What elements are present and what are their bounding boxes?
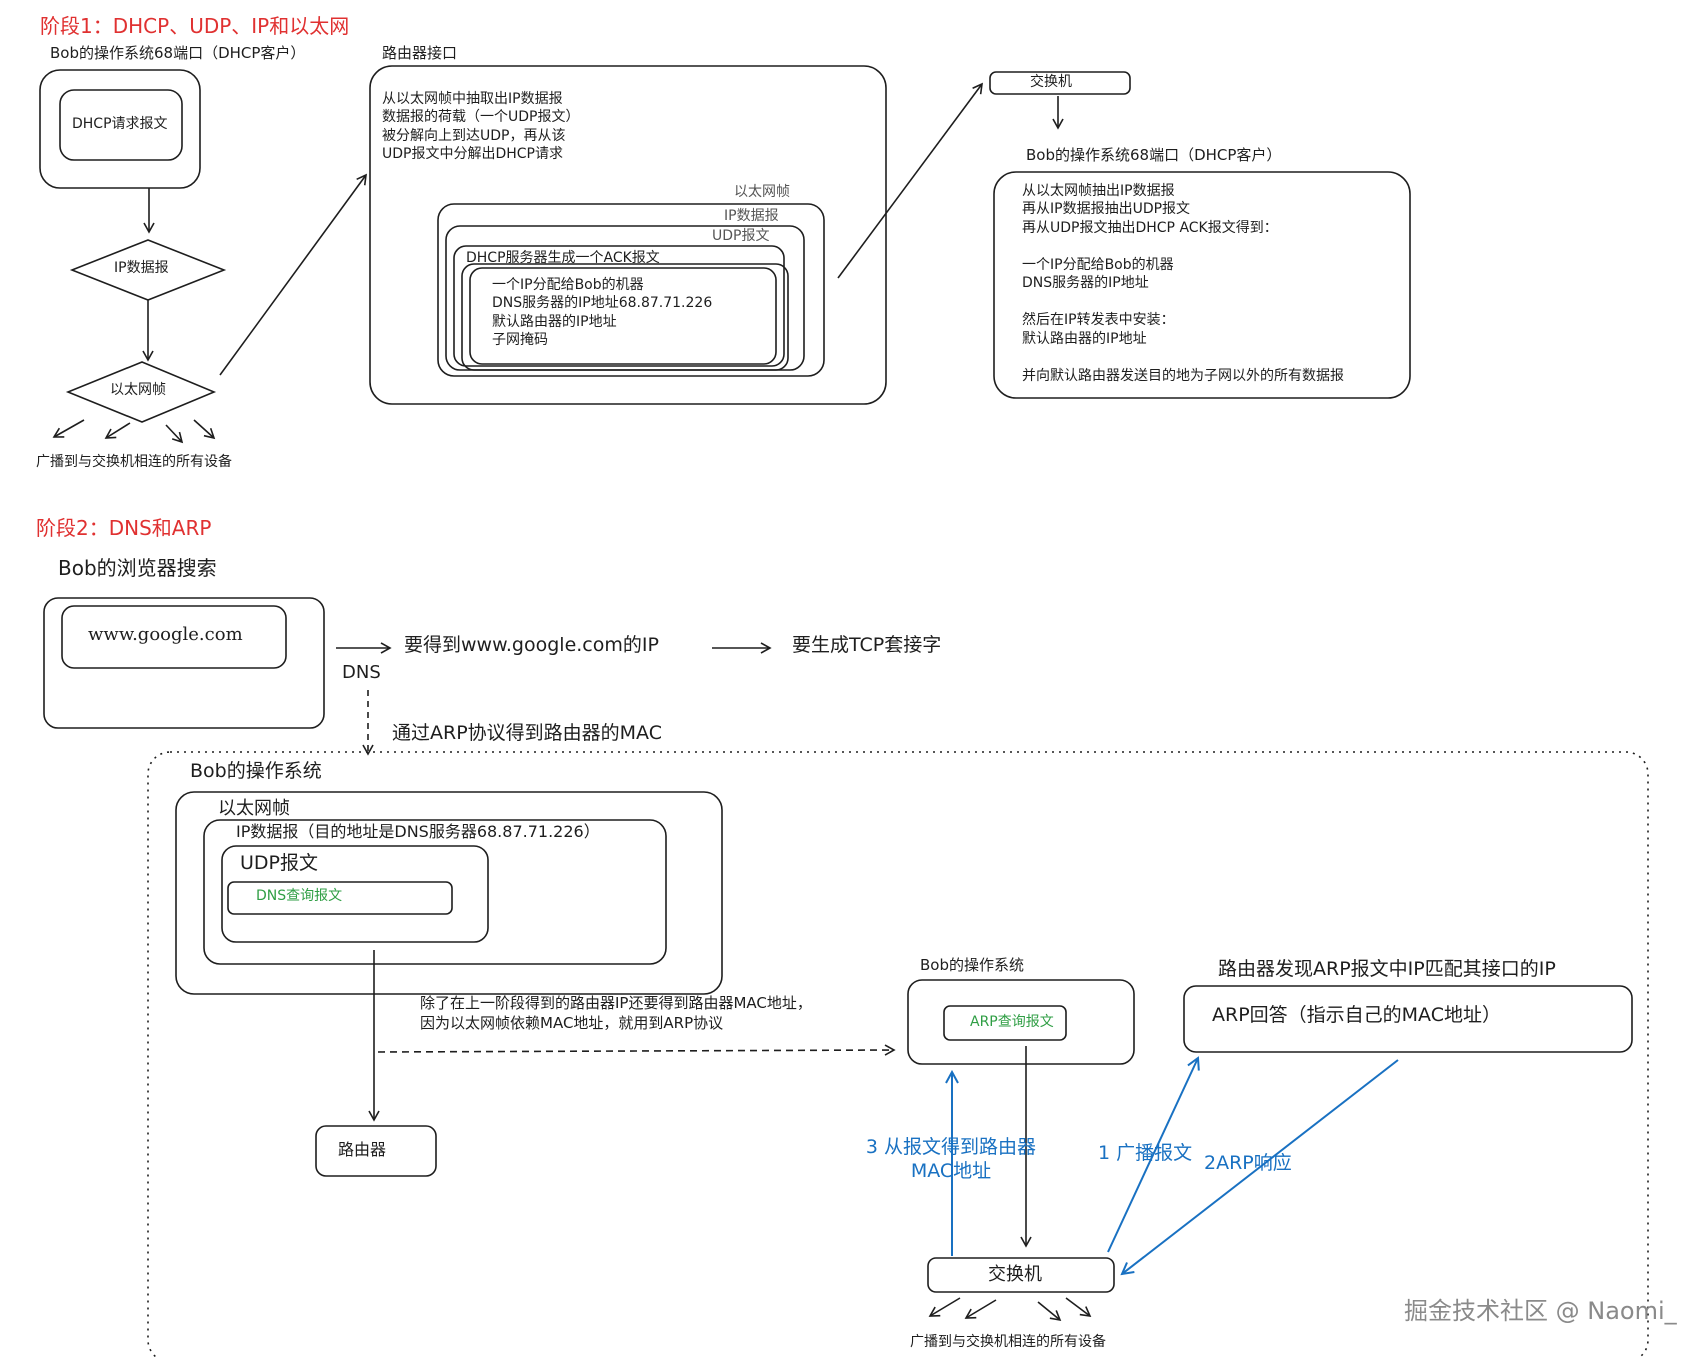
stage2-broadcast-note: 广播到与交换机相连的所有设备 [910,1334,1106,1350]
dhcp-request-label: DHCP请求报文 [72,116,168,132]
broadcast-arrow-3 [165,424,184,444]
switch-box-top [989,71,1131,95]
arp-note: 通过ARP协议得到路由器的MAC [392,722,662,744]
arp-explanation: 除了在上一阶段得到的路由器IP还要得到路由器MAC地址， 因为以太网帧依赖MAC… [420,994,812,1032]
stage1-heading: 阶段1：DHCP、UDP、IP和以太网 [40,14,350,38]
step1-label: 1 广播报文 [1098,1142,1193,1164]
arrow-to-router-interface [219,173,367,376]
ip-datagram-label: IP数据报 [114,260,169,276]
s2-udp-box [221,845,489,943]
s2-dns-query-box [227,881,453,915]
router-finds-text: 路由器发现ARP报文中IP匹配其接口的IP [1218,958,1556,980]
ethernet-frame-label: 以太网帧 [110,382,166,398]
browser-outer-box [43,597,325,729]
switch-bottom-label: 交换机 [988,1264,1042,1285]
bob-os-label: Bob的操作系统68端口（DHCP客户） [50,44,306,62]
s2-ip-box [203,819,667,965]
ip-datagram-diamond [69,239,227,301]
s2-dns-query-label: DNS查询报文 [256,888,343,904]
get-ip-text: 要得到www.google.com的IP [404,634,659,656]
bob-os-title: Bob的操作系统 [190,760,322,782]
dhcp-client-label: Bob的操作系统68端口（DHCP客户） [1026,146,1282,164]
stage2-heading: 阶段2：DNS和ARP [36,516,212,540]
s2-ethernet-label: 以太网帧 [218,798,290,819]
layer-ip-label: IP数据报 [724,208,779,224]
router-description: 从以太网帧中抽取出IP数据报 数据报的荷载（一个UDP报文） 被分解向上到达UD… [382,91,580,163]
layer-udp-label: UDP报文 [712,228,770,244]
broadcast-arrow-4 [193,419,216,440]
step2-label: 2ARP响应 [1204,1152,1292,1174]
browser-label: Bob的浏览器搜索 [58,556,217,580]
ack-content: 一个IP分配给Bob的机器 DNS服务器的IP地址68.87.71.226 默认… [492,277,713,349]
dhcp-client-description: 从以太网帧抽出IP数据报 再从IP数据报抽出UDP报文 再从UDP报文抽出DHC… [1022,183,1344,384]
stage1-broadcast-note: 广播到与交换机相连的所有设备 [36,454,232,470]
layer-dhcp-label: DHCP服务器生成一个ACK报文 [466,250,660,266]
layer-udp [453,245,785,367]
router-interface-label: 路由器接口 [382,44,458,62]
arp-reply-box [1183,985,1633,1053]
dhcp-request-box [59,89,183,161]
broadcast-arrow-1 [52,419,85,438]
layer-dhcp [461,263,789,371]
ethernet-frame-diamond [65,361,217,423]
router-label: 路由器 [338,1140,387,1159]
layer-ethernet-label: 以太网帧 [734,184,790,200]
switch-top-label: 交换机 [1030,74,1072,90]
s2-broadcast-arrow-3 [1037,1301,1062,1322]
dashed-arrow-to-bob-os [377,1044,896,1056]
step3-label: 3 从报文得到路由器 MAC地址 [865,1136,1037,1182]
bob-os-small-box [907,979,1135,1065]
make-socket-text: 要生成TCP套接字 [792,634,942,656]
arp-reply-text: ARP回答（指示自己的MAC地址） [1212,1004,1501,1026]
dhcp-client-box [993,171,1411,399]
bob-os-dotted-region [147,751,1649,1357]
bob-os-outer-box [39,69,201,189]
arp-query-box [943,1005,1067,1041]
router-interface-box [369,65,887,405]
blue-arrow-step1 [1107,1058,1198,1253]
s2-broadcast-arrow-4 [1065,1297,1092,1317]
s2-broadcast-arrow-1 [928,1297,961,1317]
url-box [61,605,287,669]
s2-ip-label: IP数据报（目的地址是DNS服务器68.87.71.226） [236,822,600,841]
broadcast-arrow-2 [104,422,131,439]
ack-content-box [469,267,777,365]
router-box [315,1125,437,1177]
watermark: 掘金技术社区 @ Naomi_ [1404,1297,1677,1325]
blue-arrow-step2 [1122,1059,1399,1274]
url-text: www.google.com [88,624,243,645]
layer-ethernet [437,203,825,377]
switch-box-bottom [927,1257,1115,1293]
arrow-to-switch [837,82,983,279]
s2-udp-label: UDP报文 [240,852,318,874]
dns-label: DNS [342,662,381,683]
s2-ethernet-box [175,791,723,995]
s2-broadcast-arrow-2 [964,1299,997,1319]
arp-query-label: ARP查询报文 [970,1014,1054,1030]
bob-os-small-label: Bob的操作系统 [920,956,1024,974]
